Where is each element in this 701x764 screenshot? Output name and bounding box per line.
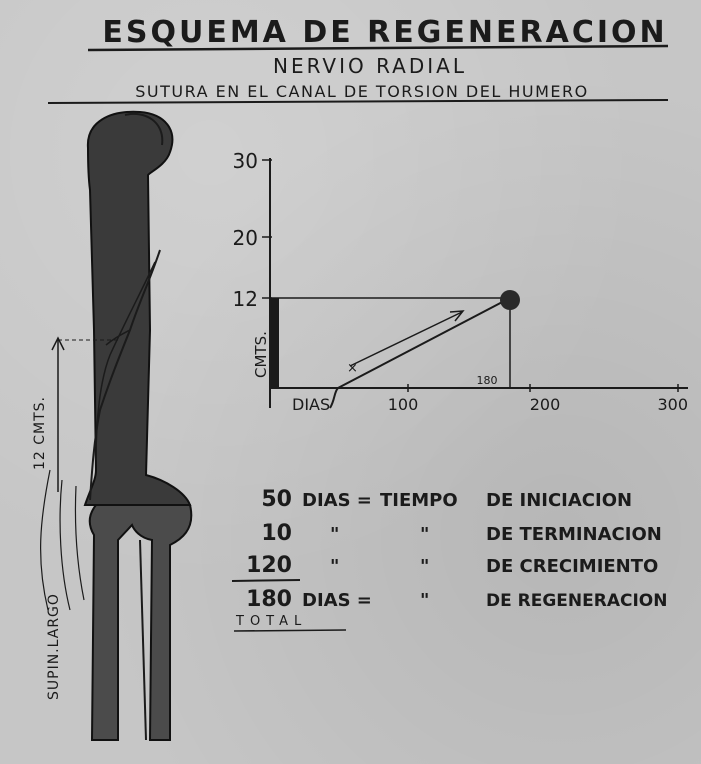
diagram-caption: SUTURA EN EL CANAL DE TORSION DEL HUMERO: [135, 82, 588, 101]
summary-value-1: 50: [261, 487, 292, 512]
y-tick-label-12: 12: [233, 287, 258, 311]
growth-arrowhead: [450, 311, 463, 321]
arm-measure-label: 12 CMTS.: [32, 396, 48, 470]
summary-left-4: ": [420, 590, 429, 611]
summary-table: 50 DIAS = TIEMPO DE INICIACION 10 " " DE…: [232, 487, 667, 631]
diagram-subtitle: NERVIO RADIAL: [273, 54, 467, 78]
summary-unit-4: DIAS =: [302, 590, 372, 611]
diagram-title: ESQUEMA DE REGENERACION: [102, 15, 667, 50]
x-tick-label-300: 300: [657, 395, 688, 414]
regeneration-chart: 30 20 12 CMTS. × DIAS 100 200 300 180: [233, 149, 688, 414]
summary-value-4: 180: [246, 587, 292, 612]
summary-left-3: ": [420, 556, 429, 577]
summary-left-2: ": [420, 524, 429, 545]
initial-segment-bar: [271, 298, 279, 388]
axis-break: [330, 388, 338, 408]
radius-ulna-gap: [140, 540, 146, 740]
supinator-muscle-sketch: [41, 470, 84, 610]
total-label: TOTAL: [235, 614, 307, 629]
summary-right-3: DE CRECIMIENTO: [486, 556, 658, 577]
summary-unit-1: DIAS =: [302, 490, 372, 511]
y-tick-label-20: 20: [233, 226, 258, 250]
summary-right-1: DE INICIACION: [486, 490, 632, 511]
x-axis-label: DIAS: [292, 395, 330, 414]
total-underline: [234, 630, 346, 631]
summary-unit-3: ": [330, 556, 339, 577]
summary-right-4: DE REGENERACION: [486, 591, 667, 611]
start-mark: ×: [347, 361, 358, 376]
sum-line: [232, 580, 300, 581]
x-tick-label-200: 200: [530, 395, 561, 414]
summary-left-1: TIEMPO: [380, 490, 458, 511]
day-180-annotation: 180: [477, 374, 498, 387]
humerus-drawing: 12 CMTS. SUPIN.LARGO: [32, 112, 191, 740]
summary-value-2: 10: [261, 521, 292, 546]
supinator-label: SUPIN.LARGO: [46, 593, 62, 700]
regeneration-end-point: [500, 290, 520, 310]
y-tick-label-30: 30: [233, 149, 258, 173]
y-axis-label: CMTS.: [252, 331, 270, 378]
summary-unit-2: ": [330, 524, 339, 545]
growth-arrow: [350, 312, 462, 366]
x-tick-label-100: 100: [388, 395, 419, 414]
summary-right-2: DE TERMINACION: [486, 524, 662, 545]
summary-value-3: 120: [246, 553, 292, 578]
